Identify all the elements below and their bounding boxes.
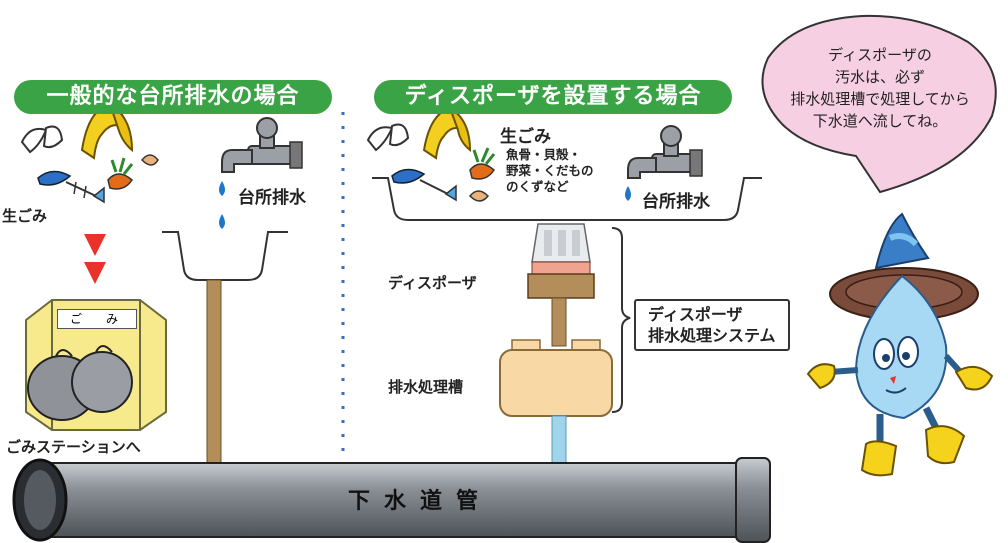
system-label-line: ディスポーザ bbox=[648, 305, 743, 324]
fish-head-icon bbox=[37, 170, 72, 186]
left-kitchen-drain-label: 台所排水 bbox=[238, 188, 306, 208]
left-food-waste-icon bbox=[20, 101, 159, 204]
right-food-waste-label: 生ごみ bbox=[500, 127, 551, 147]
speech-line: ディスポーザの bbox=[828, 46, 932, 64]
mascot-speech: ディスポーザの 汚水は、必ず 排水処理槽で処理してから 下水道へ流してね。 bbox=[762, 44, 998, 132]
food-example-line: のくずなど bbox=[506, 179, 569, 194]
food-example-line: 野菜・くだもの bbox=[506, 163, 594, 178]
speech-line: 汚水は、必ず bbox=[834, 68, 925, 86]
shell-icon bbox=[468, 190, 490, 202]
disposer-label: ディスポーザ bbox=[388, 274, 477, 292]
kitchen-sink bbox=[372, 177, 762, 221]
left-food-waste-label: 生ごみ bbox=[2, 207, 48, 225]
right-food-waste-icon bbox=[366, 105, 496, 202]
speech-line: 排水処理槽で処理してから bbox=[790, 90, 970, 108]
water-drop-icon bbox=[219, 181, 225, 196]
drain-pipe bbox=[206, 279, 222, 475]
water-drop-icon bbox=[625, 186, 631, 201]
garbage-station-label: ごみステーションへ bbox=[6, 438, 141, 456]
vegetable-scrap-icon bbox=[107, 173, 133, 190]
system-label-line: 排水処理システム bbox=[648, 326, 776, 345]
speech-bubble bbox=[761, 14, 997, 194]
eggshell-icon bbox=[366, 126, 394, 152]
faucet-icon bbox=[221, 117, 303, 173]
down-arrow-icon bbox=[84, 234, 106, 256]
right-panel-title: ディスポーザを設置する場合 bbox=[374, 80, 732, 114]
sewer-pipe bbox=[12, 457, 771, 543]
water-drop-mascot bbox=[806, 212, 994, 477]
food-examples: 魚骨・貝殻・ 野菜・くだもの のくずなど bbox=[506, 147, 594, 195]
garbage-bag-icon bbox=[71, 351, 133, 413]
kitchen-sink bbox=[162, 231, 288, 281]
down-arrow-icon bbox=[84, 262, 106, 284]
shell-icon bbox=[140, 154, 159, 166]
food-example-line: 魚骨・貝殻・ bbox=[506, 147, 582, 162]
drain-pipe bbox=[551, 297, 567, 347]
disposer-unit bbox=[527, 223, 595, 299]
eggshell-icon bbox=[20, 127, 48, 154]
faucet-icon bbox=[627, 125, 703, 179]
right-kitchen-drain-label: 台所排水 bbox=[642, 192, 710, 212]
vegetable-scrap-icon bbox=[469, 163, 495, 180]
garbage-sign: ご み bbox=[57, 309, 137, 329]
system-brace bbox=[611, 227, 631, 413]
garbage-station bbox=[25, 299, 167, 431]
eggshell-icon bbox=[42, 125, 64, 149]
fish-bone-icon bbox=[419, 179, 449, 195]
treatment-tank bbox=[499, 339, 613, 417]
speech-line: 下水道へ流してね。 bbox=[812, 112, 948, 130]
left-panel-title: 一般的な台所排水の場合 bbox=[14, 80, 332, 114]
eggshell-icon bbox=[388, 123, 410, 147]
sewer-pipe-label: 下水道管 bbox=[347, 489, 492, 514]
system-label-box: ディスポーザ 排水処理システム bbox=[634, 299, 790, 351]
water-drop-icon bbox=[219, 214, 225, 229]
fish-bone-icon bbox=[65, 181, 97, 197]
fish-head-icon bbox=[391, 168, 426, 184]
tank-label: 排水処理槽 bbox=[388, 378, 464, 396]
